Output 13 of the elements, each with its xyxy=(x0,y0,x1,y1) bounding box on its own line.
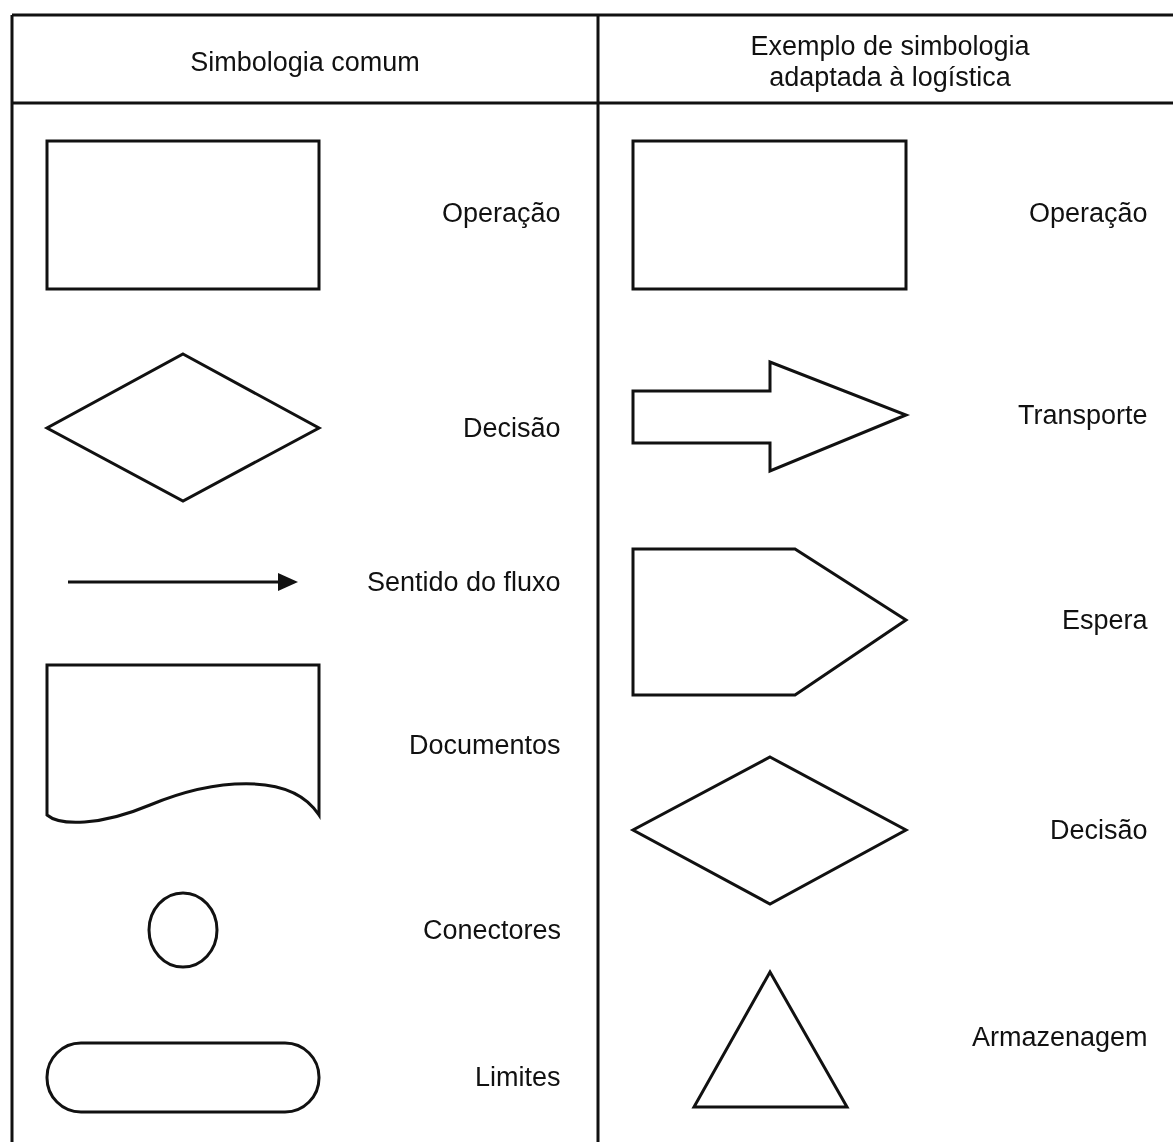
symbol-label: Transporte xyxy=(1018,399,1148,431)
symbol-label: Espera xyxy=(1062,604,1148,636)
symbol-label: Decisão xyxy=(1050,814,1148,846)
symbol-label: Documentos xyxy=(409,729,561,761)
symbol-label: Operação xyxy=(442,197,561,229)
column-header: Exemplo de simbologia adaptada à logística xyxy=(749,31,1031,93)
symbol-label: Operação xyxy=(1029,197,1148,229)
symbol-label: Sentido do fluxo xyxy=(367,566,561,598)
symbol-label: Limites xyxy=(475,1061,561,1093)
symbol-label: Armazenagem xyxy=(972,1021,1148,1053)
column-header: Simbologia comum xyxy=(189,46,421,78)
symbol-label: Conectores xyxy=(423,914,562,946)
symbol-label: Decisão xyxy=(463,412,561,444)
